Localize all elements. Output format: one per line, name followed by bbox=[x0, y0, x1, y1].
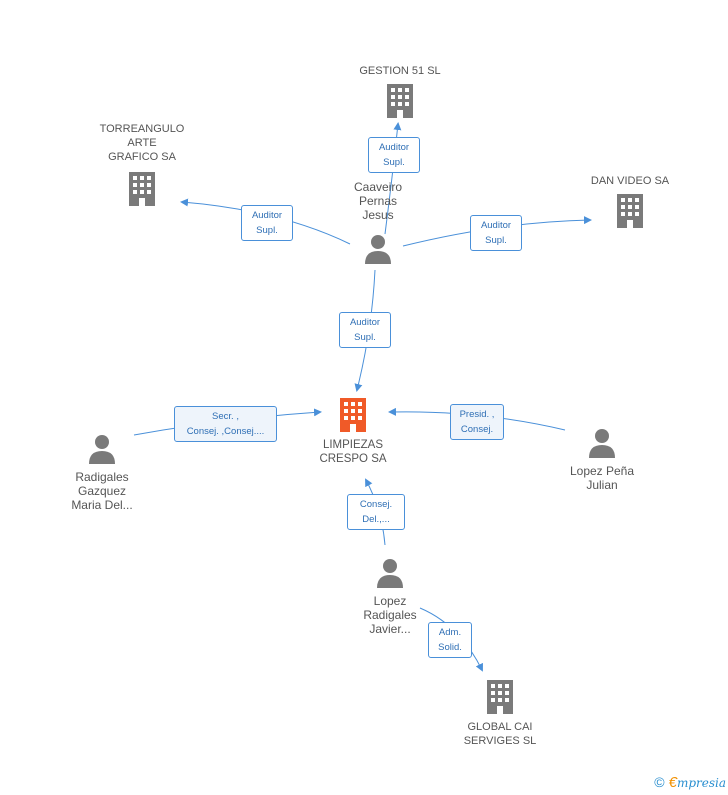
edge-label-lopez-pena[interactable]: Presid. , Consej. bbox=[450, 404, 504, 440]
person-label: Lopez Peña Julian bbox=[569, 464, 635, 492]
person-node-caaveiro[interactable]: Caaveiro Pernas Jesus bbox=[328, 180, 428, 264]
building-icon bbox=[129, 172, 155, 206]
company-label: GESTION 51 SL bbox=[359, 65, 441, 77]
edge-label-global[interactable]: Adm. Solid. bbox=[428, 622, 472, 658]
edge-label-lopez-radigales[interactable]: Consej. Del.,... bbox=[347, 494, 405, 530]
company-node-dan-video[interactable]: DAN VIDEO SA bbox=[575, 174, 685, 228]
company-label: TORREANGULO ARTE GRAFICO SA bbox=[99, 123, 185, 163]
person-icon bbox=[377, 559, 403, 588]
person-icon bbox=[589, 429, 615, 458]
building-icon bbox=[487, 680, 513, 714]
edge-label-caaveiro-main[interactable]: Auditor Supl. bbox=[339, 312, 391, 348]
building-icon bbox=[617, 194, 643, 228]
person-label: Caaveiro Pernas Jesus bbox=[353, 180, 403, 222]
person-node-radigales[interactable]: Radigales Gazquez Maria Del... bbox=[50, 434, 154, 512]
footer-brand: ©€mpresia bbox=[654, 774, 726, 791]
person-icon bbox=[365, 235, 391, 264]
person-node-lopez-radigales[interactable]: Lopez Radigales Javier... bbox=[338, 558, 442, 636]
edge-label-torreangulo[interactable]: Auditor Supl. bbox=[241, 205, 293, 241]
building-icon bbox=[387, 84, 413, 118]
brand-name: mpresia bbox=[676, 776, 726, 790]
company-label: LIMPIEZAS CRESPO SA bbox=[319, 439, 387, 465]
edge-line-gestion bbox=[384, 122, 402, 235]
edge-label-gestion[interactable]: Auditor Supl. bbox=[368, 137, 420, 173]
person-label: Radigales Gazquez Maria Del... bbox=[71, 470, 133, 512]
brand-logo-initial: € bbox=[668, 774, 677, 791]
person-label: Lopez Radigales Javier... bbox=[363, 594, 417, 636]
company-node-gestion[interactable]: GESTION 51 SL bbox=[340, 64, 460, 118]
person-icon bbox=[89, 435, 115, 464]
edge-label-dan-video[interactable]: Auditor Supl. bbox=[470, 215, 522, 251]
person-node-lopez-pena[interactable]: Lopez Peña Julian bbox=[550, 428, 654, 492]
edge-label-radigales[interactable]: Secr. , Consej. ,Consej.... bbox=[174, 406, 277, 442]
building-icon bbox=[340, 398, 366, 432]
copyright-symbol: © bbox=[654, 774, 665, 790]
company-node-global-cai[interactable]: GLOBAL CAI SERVIGES SL bbox=[440, 680, 560, 748]
company-label: GLOBAL CAI SERVIGES SL bbox=[463, 721, 537, 747]
company-node-torreangulo[interactable]: TORREANGULO ARTE GRAFICO SA bbox=[80, 122, 204, 206]
company-label: DAN VIDEO SA bbox=[590, 175, 670, 187]
company-node-limpiezas-crespo[interactable]: LIMPIEZAS CRESPO SA bbox=[298, 398, 408, 466]
